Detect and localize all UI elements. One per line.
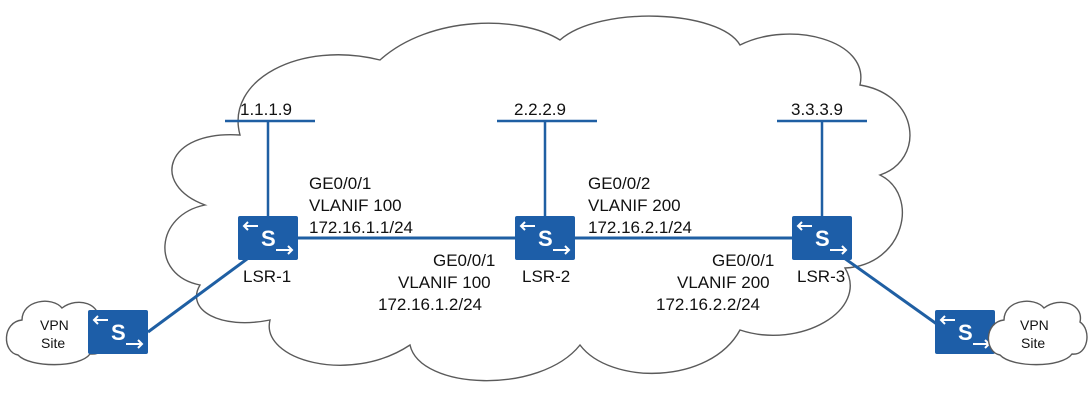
lsr2-left-port: GE0/0/1 <box>433 251 495 270</box>
interface-label-lsr2-left: GE0/0/1 VLANIF 100 172.16.1.2/24 <box>378 251 495 314</box>
lsr2-right-ip: 172.16.2.1/24 <box>588 218 692 237</box>
lsr2-left-vlanif: VLANIF 100 <box>398 273 491 292</box>
ce-right-switch-icon: S <box>935 310 995 354</box>
lsr3-ip: 172.16.2.2/24 <box>656 295 760 314</box>
lsr2-switch-icon: S <box>515 216 575 260</box>
links <box>147 236 949 334</box>
link-site-left-lsr1 <box>147 246 263 334</box>
lsr1-switch-icon: S <box>238 216 298 260</box>
lsr2-right-port: GE0/0/2 <box>588 174 650 193</box>
vpn-site-right-line1: VPN <box>1020 317 1049 333</box>
lsr1-vlanif: VLANIF 100 <box>309 196 402 215</box>
interface-label-lsr3: GE0/0/1 VLANIF 200 172.16.2.2/24 <box>656 251 774 314</box>
loopback-stubs <box>225 119 867 220</box>
lsr2-left-ip: 172.16.1.2/24 <box>378 295 482 314</box>
loopback-label-lsr2: 2.2.2.9 <box>514 100 566 119</box>
svg-text:S: S <box>538 226 553 251</box>
router-label-lsr1: LSR-1 <box>243 267 291 286</box>
svg-text:S: S <box>815 226 830 251</box>
backbone-cloud <box>164 15 911 382</box>
lsr3-vlanif: VLANIF 200 <box>677 273 770 292</box>
router-label-lsr2: LSR-2 <box>522 267 570 286</box>
router-label-lsr3: LSR-3 <box>797 267 845 286</box>
vpn-site-left-line1: VPN <box>40 317 69 333</box>
lsr1-port: GE0/0/1 <box>309 174 371 193</box>
lsr1-ip: 172.16.1.1/24 <box>309 218 413 237</box>
vpn-site-left-line2: Site <box>41 335 65 351</box>
lsr2-right-vlanif: VLANIF 200 <box>588 196 681 215</box>
ce-left-switch-icon: S <box>88 310 148 354</box>
vpn-site-right-line2: Site <box>1021 335 1045 351</box>
svg-text:S: S <box>111 320 126 345</box>
link-lsr3-site-right <box>829 246 949 334</box>
loopback-label-lsr1: 1.1.1.9 <box>240 100 292 119</box>
vpn-site-right-cloud: VPN Site <box>987 300 1088 366</box>
svg-text:S: S <box>958 320 973 345</box>
vpn-site-left-cloud: VPN Site <box>5 300 110 366</box>
svg-text:S: S <box>261 226 276 251</box>
interface-label-lsr1: GE0/0/1 VLANIF 100 172.16.1.1/24 <box>309 174 413 237</box>
loopback-label-lsr3: 3.3.3.9 <box>791 100 843 119</box>
lsr3-port: GE0/0/1 <box>712 251 774 270</box>
interface-label-lsr2-right: GE0/0/2 VLANIF 200 172.16.2.1/24 <box>588 174 692 237</box>
lsr3-switch-icon: S <box>792 216 852 260</box>
